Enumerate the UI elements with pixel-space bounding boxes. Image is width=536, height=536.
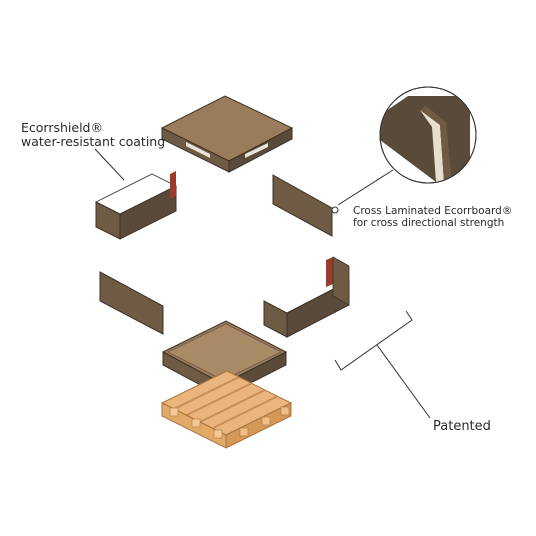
ecorrshield-label: Ecorrshield® water-resistant coating: [21, 121, 165, 149]
patented-leader-line: [376, 344, 431, 419]
u-shaped-side-wall-right: [263, 256, 350, 338]
flat-side-panel-right: [272, 174, 333, 237]
wall-edge-marker: [326, 257, 333, 287]
detail-leader-line: [337, 169, 394, 206]
ecorrshield-label-line1: Ecorrshield®: [21, 120, 103, 135]
detail-leader-origin: [331, 206, 339, 214]
flat-side-panel-left: [99, 271, 164, 335]
leader-lines: [94, 148, 431, 419]
magnified-board-detail: [379, 86, 477, 184]
top-cap-lid: [160, 95, 294, 173]
cross-laminated-label: Cross Laminated Ecorrboard® for cross di…: [353, 205, 512, 229]
patented-label: Patented: [433, 419, 491, 434]
ecorrshield-leader-line: [94, 148, 125, 181]
wall-edge-marker: [170, 171, 176, 199]
lid-label-sticker: [245, 143, 268, 158]
lid-label-sticker: [186, 142, 210, 158]
ecorrshield-label-line2: water-resistant coating: [21, 134, 166, 149]
wood-pallet: [160, 370, 293, 449]
patented-bracket: [334, 310, 413, 371]
cross-laminated-label-line1: Cross Laminated Ecorrboard®: [353, 205, 513, 217]
u-shaped-side-wall-left: [95, 171, 177, 240]
cross-laminated-label-line2: for cross directional strength: [353, 217, 505, 229]
